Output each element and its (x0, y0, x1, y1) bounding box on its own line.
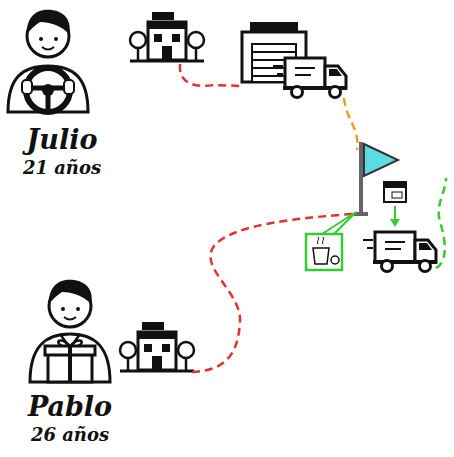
flag-icon (354, 142, 398, 216)
stop-callout (306, 212, 356, 270)
gift-figure (30, 280, 110, 382)
truck-icon (273, 58, 347, 98)
house-icon (120, 322, 194, 371)
route-line (180, 64, 242, 86)
driver-figure (8, 10, 88, 112)
person-name: Pablo (28, 391, 112, 423)
person-name: Julio (23, 124, 101, 156)
package-icon (384, 182, 406, 227)
truck-icon (363, 232, 437, 272)
house-icon (130, 12, 204, 61)
person-label: Pablo26 años (28, 391, 112, 447)
person-age: 26 años (28, 423, 112, 446)
route-line (344, 98, 357, 150)
person-age: 21 años (23, 156, 101, 179)
route-line (188, 214, 352, 372)
person-label: Julio21 años (23, 124, 101, 180)
